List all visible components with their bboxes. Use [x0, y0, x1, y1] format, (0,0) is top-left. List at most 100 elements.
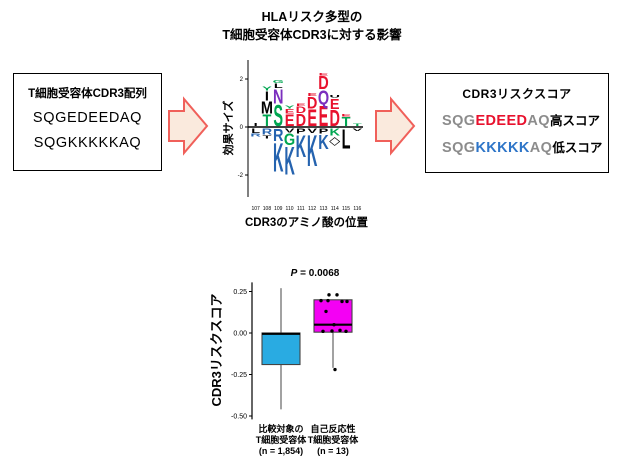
logo-letter: ◇: [329, 134, 341, 147]
logo-letter: T: [342, 115, 352, 129]
data-point: [330, 329, 334, 333]
sequence-example-1: SQGEDEEDAQ: [32, 110, 143, 126]
data-point: [340, 299, 344, 304]
logo-x-tick-label: 113: [319, 206, 327, 212]
logo-y-tick-label: -2: [238, 173, 244, 179]
logo-letter: L: [342, 124, 351, 155]
figure-title: HLAリスク多型の T細胞受容体CDR3に対する影響: [0, 8, 624, 44]
logo-letter: E: [285, 112, 295, 130]
risk-score-high-label: 高スコア: [549, 114, 600, 128]
data-point: [335, 293, 339, 297]
risk-sequence-high: SQGEDEEDAQ: [442, 113, 550, 129]
logo-letter: Y: [285, 104, 296, 109]
logo-letter: E: [296, 103, 306, 107]
risk-row-high: SQGEDEEDAQ 高スコア: [426, 110, 608, 129]
box: [313, 299, 353, 333]
data-point: [338, 328, 342, 333]
boxplot-y-axis-title: CDR3リスクスコア: [209, 293, 224, 406]
logo-letter: I: [254, 123, 258, 128]
logo-letter: T: [353, 123, 363, 127]
boxplot-x-category-label: T細胞受容体: [256, 434, 307, 445]
risk-score-low-label: 低スコア: [552, 141, 603, 155]
boxplot-y-tick-label: -0.25: [231, 372, 247, 379]
flow-arrow-right: [375, 96, 416, 156]
logo-letter: E: [307, 92, 317, 97]
boxplot-y-tick-label: -0.50: [231, 414, 247, 421]
logo-letter: R: [262, 127, 273, 136]
data-point: [326, 298, 330, 303]
logo-letter: T: [263, 112, 272, 130]
boxplot-y-tick-label: 0.25: [233, 289, 247, 296]
box: [261, 332, 301, 366]
data-point: [324, 309, 328, 314]
logo-letter: E: [330, 97, 340, 113]
logo-letter: K: [296, 130, 307, 165]
logo-letter: D: [330, 107, 341, 132]
logo-letter: K: [273, 134, 283, 181]
logo-x-tick-label: 109: [274, 206, 283, 212]
logo-letter: V: [307, 128, 317, 135]
risk-score-boxplot: 0.250.00-0.25-0.50P = 0.0068比較対象のT細胞受容体(…: [209, 268, 359, 456]
risk-sequence-low: SQGKKKKKAQ: [442, 140, 553, 156]
logo-letter: E: [319, 72, 329, 76]
data-point: [344, 329, 348, 334]
logo-y-tick-label: 2: [240, 77, 244, 83]
logo-letter: L: [274, 83, 283, 90]
logo-letter: K: [330, 127, 341, 138]
logo-letter: D: [318, 74, 329, 94]
logo-letter: I: [265, 88, 269, 103]
logo-letter: E: [307, 106, 317, 133]
logo-letter: G: [284, 131, 295, 149]
logo-x-tick-label: 107: [251, 206, 260, 212]
logo-letter: E: [285, 108, 295, 115]
logo-letter: P: [319, 128, 329, 136]
logo-letter: D: [296, 105, 307, 116]
boxplot-x-category-label: 比較対象の: [258, 423, 303, 434]
boxplot-x-category-label: T細胞受容体: [308, 434, 359, 445]
cdr3-risk-score-box-title: CDR3リスクスコア: [462, 87, 572, 101]
tcr-cdr3-sequence-box-title: T細胞受容体CDR3配列: [28, 88, 147, 100]
flow-arrow-left: [168, 96, 209, 156]
data-point: [321, 329, 325, 334]
logo-letter: Y: [262, 86, 272, 92]
logo-letter: R: [250, 133, 261, 138]
logo-letter: K: [318, 131, 329, 154]
logo-letter: R: [273, 127, 284, 145]
boxplot-x-category-label: (n = 1,854): [259, 446, 303, 456]
logo-x-tick-label: 108: [263, 206, 272, 212]
figure-title-line2: T細胞受容体CDR3に対する影響: [222, 28, 402, 43]
logo-y-axis-title: 効果サイズ: [221, 101, 235, 156]
sequence-example-2: SQGKKKKKAQ: [33, 135, 142, 151]
logo-letter: Q: [318, 86, 329, 109]
logo-x-tick-label: 114: [331, 206, 339, 212]
logo-letter: V: [285, 128, 295, 134]
logo-letter: K: [307, 126, 318, 176]
logo-letter: M: [261, 100, 273, 118]
logo-letter: P: [296, 128, 306, 136]
logo-x-tick-label: 112: [308, 206, 316, 212]
boxplot-y-tick-label: 0.00: [233, 331, 247, 338]
boxplot-x-category-label: (n = 13): [317, 446, 349, 456]
risk-row-low: SQGKKKKKAQ 低スコア: [426, 137, 608, 156]
logo-letter: E: [341, 113, 351, 117]
logo-letter: D: [296, 112, 306, 130]
p-value-label: P = 0.0068: [291, 268, 340, 279]
tcr-cdr3-sequence-box: T細胞受容体CDR3配列 SQGEDEEDAQ SQGKKKKKAQ: [13, 73, 162, 171]
logo-x-axis-title: CDR3のアミノ酸の位置: [245, 215, 369, 229]
cdr3-risk-score-box: CDR3リスクスコア SQGEDEEDAQ 高スコア SQGKKKKKAQ 低ス…: [425, 73, 609, 173]
logo-letter: U: [330, 95, 340, 99]
logo-x-tick-label: 116: [353, 206, 361, 212]
logo-letter: T: [263, 134, 272, 139]
logo-letter: G: [273, 79, 284, 84]
data-point: [327, 293, 331, 297]
logo-letter: K: [284, 140, 295, 184]
data-point: [345, 299, 349, 304]
figure-title-line1: HLAリスク多型の: [261, 10, 363, 24]
logo-y-tick-label: 0: [240, 125, 244, 131]
logo-letter: D: [307, 95, 317, 113]
data-point: [319, 298, 323, 303]
boxplot-x-category-label: 自己反応性: [310, 423, 355, 434]
logo-letter: E: [319, 100, 329, 133]
logo-x-tick-label: 111: [297, 206, 305, 212]
